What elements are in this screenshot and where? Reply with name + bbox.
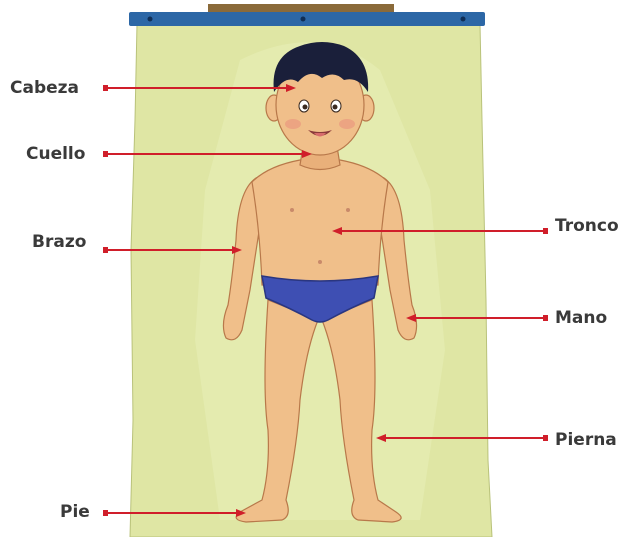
rod-pin-left [148,17,153,22]
label-mano: Mano [555,308,607,328]
right-nipple [346,208,350,212]
right-cheek [339,119,355,129]
leader-dot-pie [103,510,108,516]
left-pupil [303,105,308,110]
leader-dot-cuello [103,151,108,157]
navel [318,260,322,264]
rod-pin-right [461,17,466,22]
label-cabeza: Cabeza [10,78,79,98]
leader-dot-pierna [543,435,548,441]
left-nipple [290,208,294,212]
poster-rod [129,12,485,26]
label-brazo: Brazo [32,232,86,252]
right-pupil [333,105,338,110]
label-cuello: Cuello [26,144,85,164]
leader-dot-tronco [543,228,548,234]
leader-dot-mano [543,315,548,321]
label-pierna: Pierna [555,430,617,450]
leader-dot-brazo [103,247,108,253]
torso [252,160,388,285]
label-tronco: Tronco [555,216,619,236]
rod-pin-center [301,17,306,22]
label-pie: Pie [60,502,90,522]
leader-dot-cabeza [103,85,108,91]
left-cheek [285,119,301,129]
